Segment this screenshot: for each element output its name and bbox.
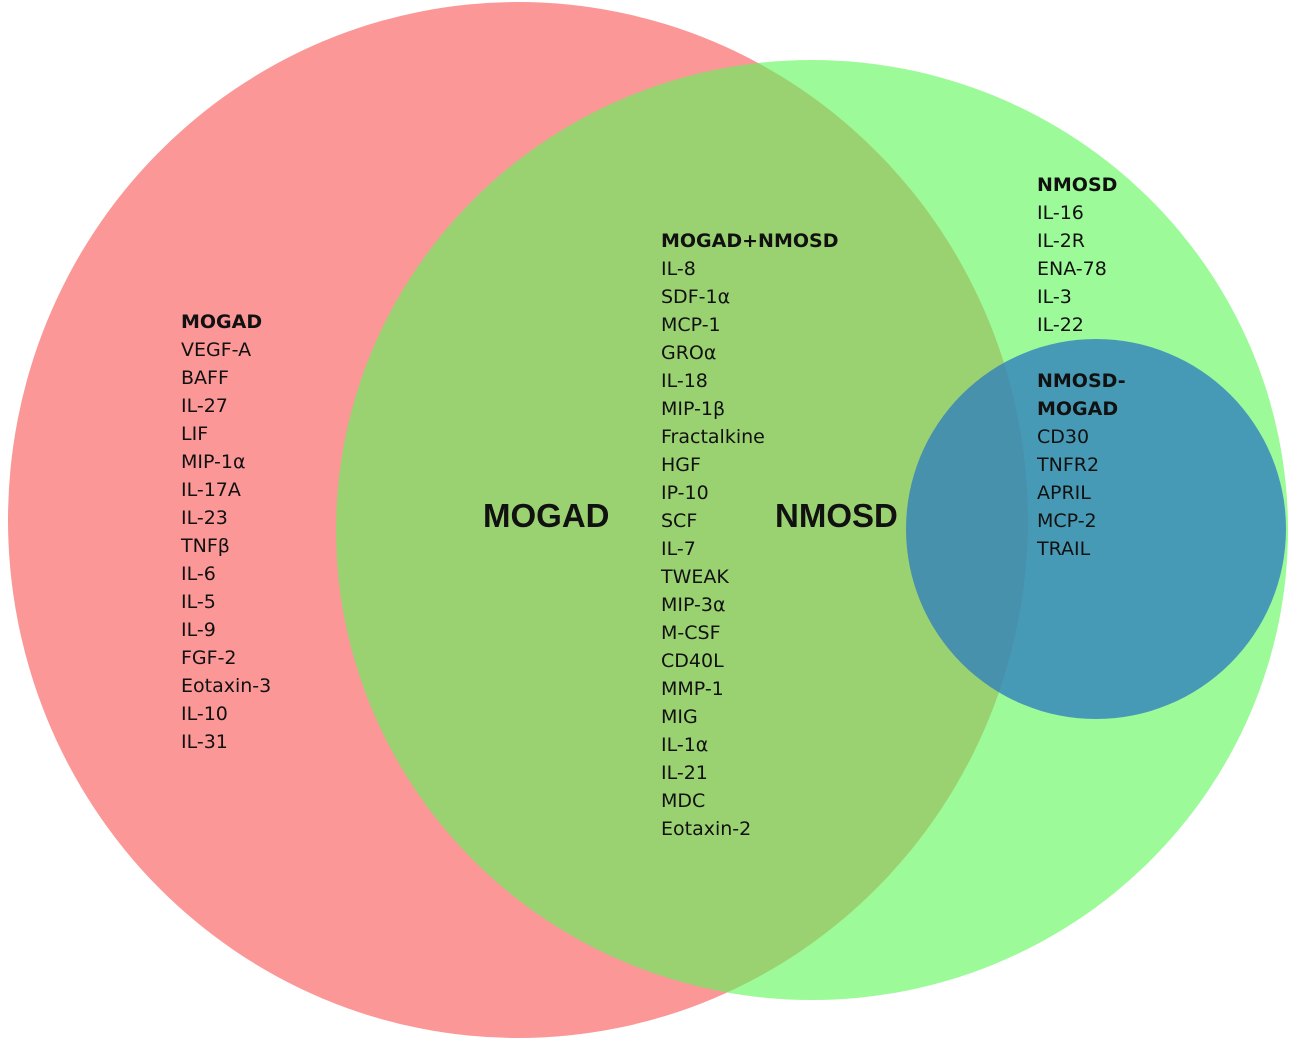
list-item: SCF [661, 510, 698, 532]
list-item: IL-21 [661, 762, 708, 784]
mogad-center-label: MOGAD [483, 497, 610, 534]
nmosd-circle [336, 60, 1288, 1000]
list-item: IL-7 [661, 538, 696, 560]
list-item: Fractalkine [661, 426, 765, 448]
list-item: VEGF-A [181, 339, 252, 361]
overlap-list-header: MOGAD+NMOSD [661, 230, 839, 252]
list-item: Eotaxin-3 [181, 675, 272, 697]
list-item: MDC [661, 790, 706, 812]
list-item: IL-5 [181, 591, 216, 613]
list-item: M-CSF [661, 622, 721, 644]
list-item: IP-10 [661, 482, 709, 504]
list-item: MMP-1 [661, 678, 724, 700]
list-item: IL-6 [181, 563, 216, 585]
list-item: Eotaxin-2 [661, 818, 752, 840]
list-item: BAFF [181, 367, 229, 389]
list-item: SDF-1α [661, 286, 731, 308]
list-item: MIG [661, 706, 698, 728]
list-item: TNFβ [181, 535, 230, 557]
list-item: LIF [181, 423, 209, 445]
list-item: MIP-1α [181, 451, 246, 473]
list-item: APRIL [1037, 482, 1091, 504]
nmosd-mogad-header-line-1: NMOSD- [1037, 370, 1126, 392]
list-item: IL-2R [1037, 230, 1086, 252]
nmosd-mogad-header-line-2: MOGAD [1037, 398, 1119, 420]
list-item: TWEAK [661, 566, 729, 588]
list-item: IL-1α [661, 734, 709, 756]
list-item: TRAIL [1037, 538, 1091, 560]
list-item: ENA-78 [1037, 258, 1107, 280]
list-item: IL-18 [661, 370, 708, 392]
list-item: IL-16 [1037, 202, 1084, 224]
list-item: IL-22 [1037, 314, 1084, 336]
list-item: HGF [661, 454, 701, 476]
list-item: IL-31 [181, 731, 228, 753]
list-item: FGF-2 [181, 647, 237, 669]
list-item: MCP-2 [1037, 510, 1097, 532]
nmosd-list-header: NMOSD [1037, 174, 1118, 196]
nmosd-mogad-circle [906, 339, 1286, 719]
list-item: TNFR2 [1037, 454, 1100, 476]
list-item: MIP-1β [661, 398, 726, 420]
nmosd-center-label: NMOSD [775, 497, 898, 534]
list-item: IL-9 [181, 619, 216, 641]
list-item: IL-27 [181, 395, 228, 417]
mogad-list-header: MOGAD [181, 311, 263, 333]
list-item: MIP-3α [661, 594, 726, 616]
list-item: CD30 [1037, 426, 1090, 448]
list-item: CD40L [661, 650, 724, 672]
list-item: IL-3 [1037, 286, 1072, 308]
list-item: IL-8 [661, 258, 696, 280]
list-item: GROα [661, 342, 717, 364]
list-item: IL-17A [181, 479, 241, 501]
list-item: IL-23 [181, 507, 228, 529]
list-item: IL-10 [181, 703, 228, 725]
list-item: MCP-1 [661, 314, 721, 336]
